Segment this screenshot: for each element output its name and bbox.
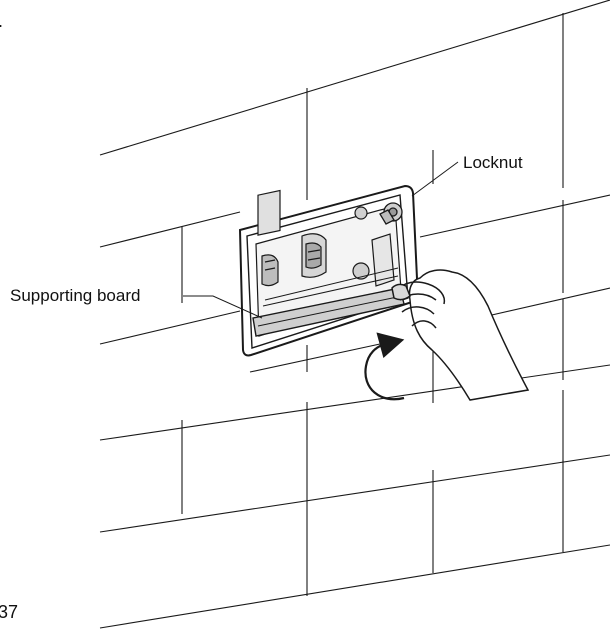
middle-valve <box>302 234 326 278</box>
locknut-leader <box>412 162 458 196</box>
hand <box>392 270 528 400</box>
tile-row-line <box>100 455 610 532</box>
tile-row-line <box>100 545 610 628</box>
tile-row-line <box>100 311 240 344</box>
tile-row-line <box>100 365 610 440</box>
flush-panel <box>240 186 418 355</box>
tile-row-line <box>420 195 610 237</box>
tile-row-line <box>100 0 610 155</box>
tile-row-line <box>100 212 240 247</box>
page-number: 37 <box>0 603 18 621</box>
locknut-label: Locknut <box>463 154 523 171</box>
supporting-board-label: Supporting board <box>10 287 140 304</box>
corner-mark: . <box>0 12 3 30</box>
curved-arrow-icon <box>365 334 404 399</box>
